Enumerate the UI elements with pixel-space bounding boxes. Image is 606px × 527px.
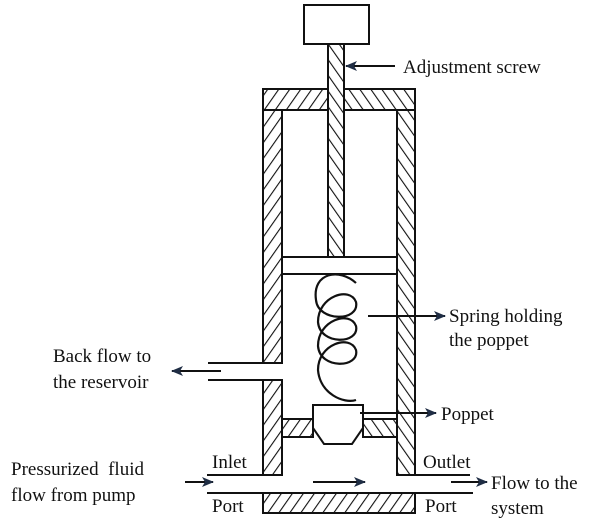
inlet-port bbox=[207, 474, 473, 494]
label-flow-line1: Flow to the bbox=[491, 473, 578, 494]
label-back-flow-line1: Back flow to bbox=[53, 346, 151, 367]
adjustment-screw bbox=[327, 43, 345, 258]
label-poppet: Poppet bbox=[441, 404, 495, 425]
label-pressurized-line2: flow from pump bbox=[11, 485, 136, 506]
label-port-right: Port bbox=[425, 496, 457, 517]
label-spring-line2: the poppet bbox=[449, 330, 529, 351]
label-port-left: Port bbox=[212, 496, 244, 517]
spring-plate bbox=[281, 256, 398, 275]
label-back-flow-line2: the reservoir bbox=[53, 372, 149, 393]
label-outlet: Outlet bbox=[423, 452, 471, 473]
label-flow-line2: system bbox=[491, 498, 544, 519]
reservoir-port bbox=[208, 362, 263, 381]
adjustment-knob bbox=[303, 4, 370, 45]
label-inlet: Inlet bbox=[212, 452, 248, 473]
poppet bbox=[312, 404, 364, 445]
label-pressurized-line1: Pressurized fluid bbox=[11, 459, 144, 480]
spring bbox=[314, 273, 358, 402]
label-spring-line1: Spring holding bbox=[449, 306, 563, 327]
label-adjustment-screw: Adjustment screw bbox=[403, 57, 541, 78]
